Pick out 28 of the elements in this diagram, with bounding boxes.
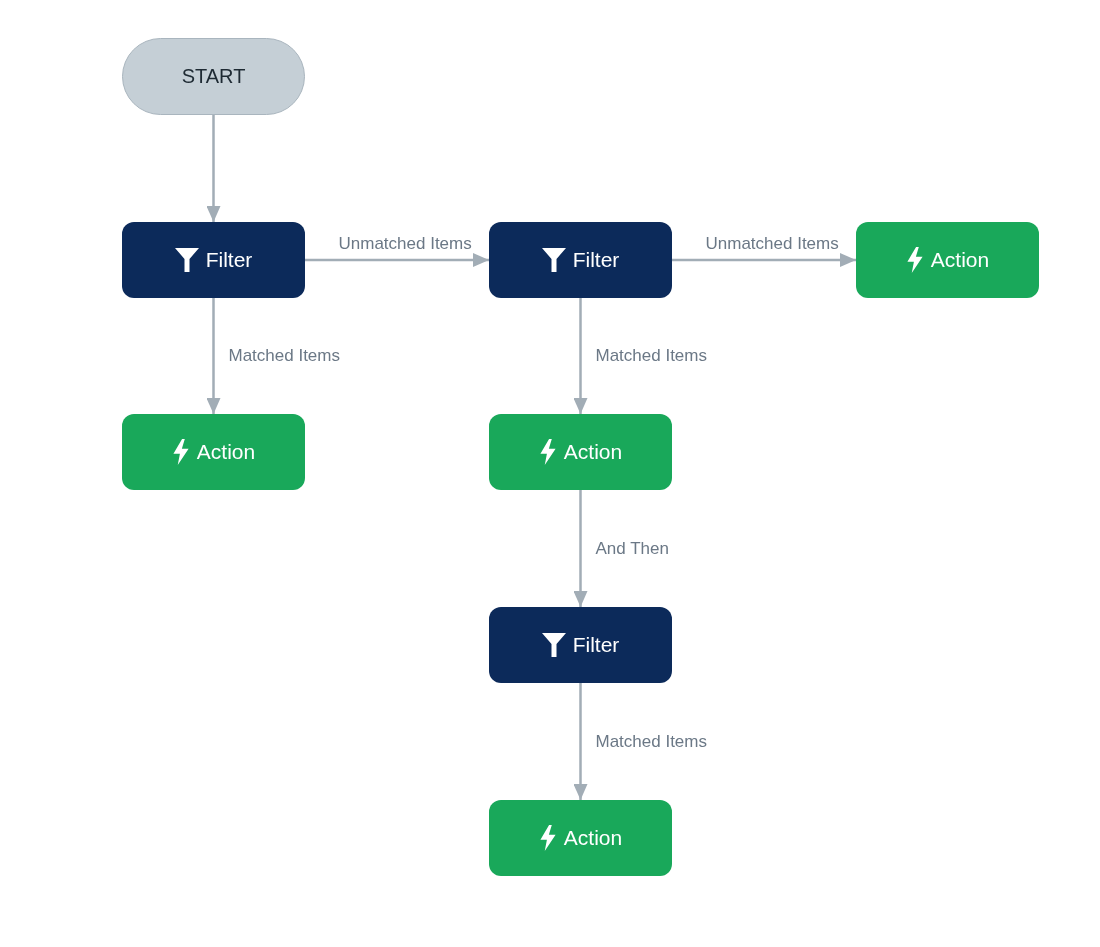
box-label: Filter <box>572 632 620 658</box>
process-box <box>856 222 1039 298</box>
box-label: Action <box>196 439 256 465</box>
edge-label: Matched Items <box>595 731 707 752</box>
arrow <box>672 253 856 267</box>
arrow <box>573 298 588 414</box>
process-box <box>489 414 672 490</box>
process-box <box>489 222 672 298</box>
edge-label: Matched Items <box>228 346 340 366</box>
edge-label: Matched Items <box>595 346 707 366</box>
edge-label: And Then <box>595 538 669 559</box>
process-box <box>489 607 672 683</box>
arrow <box>305 253 489 267</box>
process-box <box>122 414 305 490</box>
box-label: Action <box>930 247 990 273</box>
arrow <box>206 115 221 222</box>
arrow <box>206 298 221 414</box>
box-label: Action <box>563 825 623 851</box>
arrow <box>573 490 588 607</box>
box-label: Filter <box>205 247 253 273</box>
arrow <box>573 683 588 800</box>
box-label: Filter <box>572 247 620 273</box>
process-box <box>122 222 305 298</box>
process-box <box>489 800 672 876</box>
edge-label: Unmatched Items <box>705 234 839 254</box>
edge-label: Unmatched Items <box>338 234 472 254</box>
box-label: START <box>181 65 246 88</box>
box-label: Action <box>563 439 623 465</box>
